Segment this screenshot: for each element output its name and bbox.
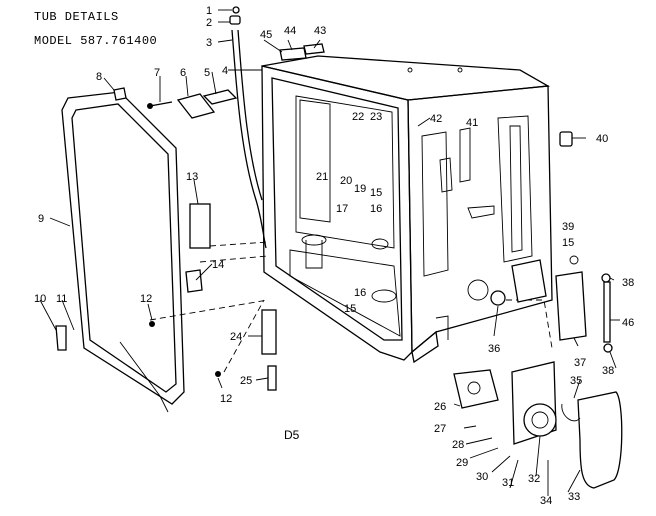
callout-40: 40 [596,133,608,145]
callout-39: 39 [562,221,574,233]
callout-27: 27 [434,423,446,435]
callout-8: 8 [96,71,102,83]
tub-body [149,55,553,373]
callout-19: 19 [354,183,366,195]
callout-2: 2 [206,17,212,29]
callout-16a: 16 [370,203,382,215]
callout-14: 14 [212,259,224,271]
model-number: MODEL 587.761400 [34,34,158,48]
callout-20: 20 [340,175,352,187]
callout-33: 33 [568,491,580,503]
callout-41: 41 [466,117,478,129]
callout-36: 36 [488,343,500,355]
callout-26: 26 [434,401,446,413]
small-parts [55,6,613,391]
callout-21: 21 [316,171,328,183]
motor-pump-assembly [453,255,623,489]
callout-15b: 15 [344,303,356,315]
callout-24: 24 [230,331,242,343]
callout-12b: 12 [220,393,232,405]
callout-38b: 38 [602,365,614,377]
callout-29: 29 [456,457,468,469]
callout-35: 35 [570,375,582,387]
callout-43: 43 [314,25,326,37]
callout-3: 3 [206,37,212,49]
callout-37: 37 [574,357,586,369]
callout-16b: 16 [354,287,366,299]
callout-7: 7 [154,67,160,79]
callout-44: 44 [284,25,296,37]
callout-1: 1 [206,5,212,17]
callout-11: 11 [56,293,67,305]
diagram-code: D5 [284,428,300,442]
diagram-title: TUB DETAILS [34,10,119,24]
callout-30: 30 [476,471,488,483]
callout-6: 6 [180,67,186,79]
callout-12a: 12 [140,293,152,305]
callout-15a: 15 [370,187,382,199]
callout-34: 34 [540,495,552,507]
callout-23: 23 [370,111,382,123]
callout-4: 4 [222,65,228,77]
callout-15c: 15 [562,237,574,249]
callout-25: 25 [240,375,252,387]
door-gasket-frame [61,91,185,413]
callout-13: 13 [186,171,198,183]
callout-5: 5 [204,67,210,79]
callout-45: 45 [260,29,272,41]
callout-31: 31 [502,477,514,489]
callout-38a: 38 [622,277,634,289]
callout-10: 10 [34,293,46,305]
callout-42: 42 [430,113,442,125]
callout-22: 22 [352,111,364,123]
callout-28: 28 [452,439,464,451]
callout-labels: 1 2 3 4 5 6 7 8 9 10 11 12 12 13 14 15 1… [34,5,634,507]
callout-46: 46 [622,317,634,329]
callout-9: 9 [38,213,44,225]
leader-lines [39,9,620,496]
callout-32: 32 [528,473,540,485]
callout-17: 17 [336,203,348,215]
